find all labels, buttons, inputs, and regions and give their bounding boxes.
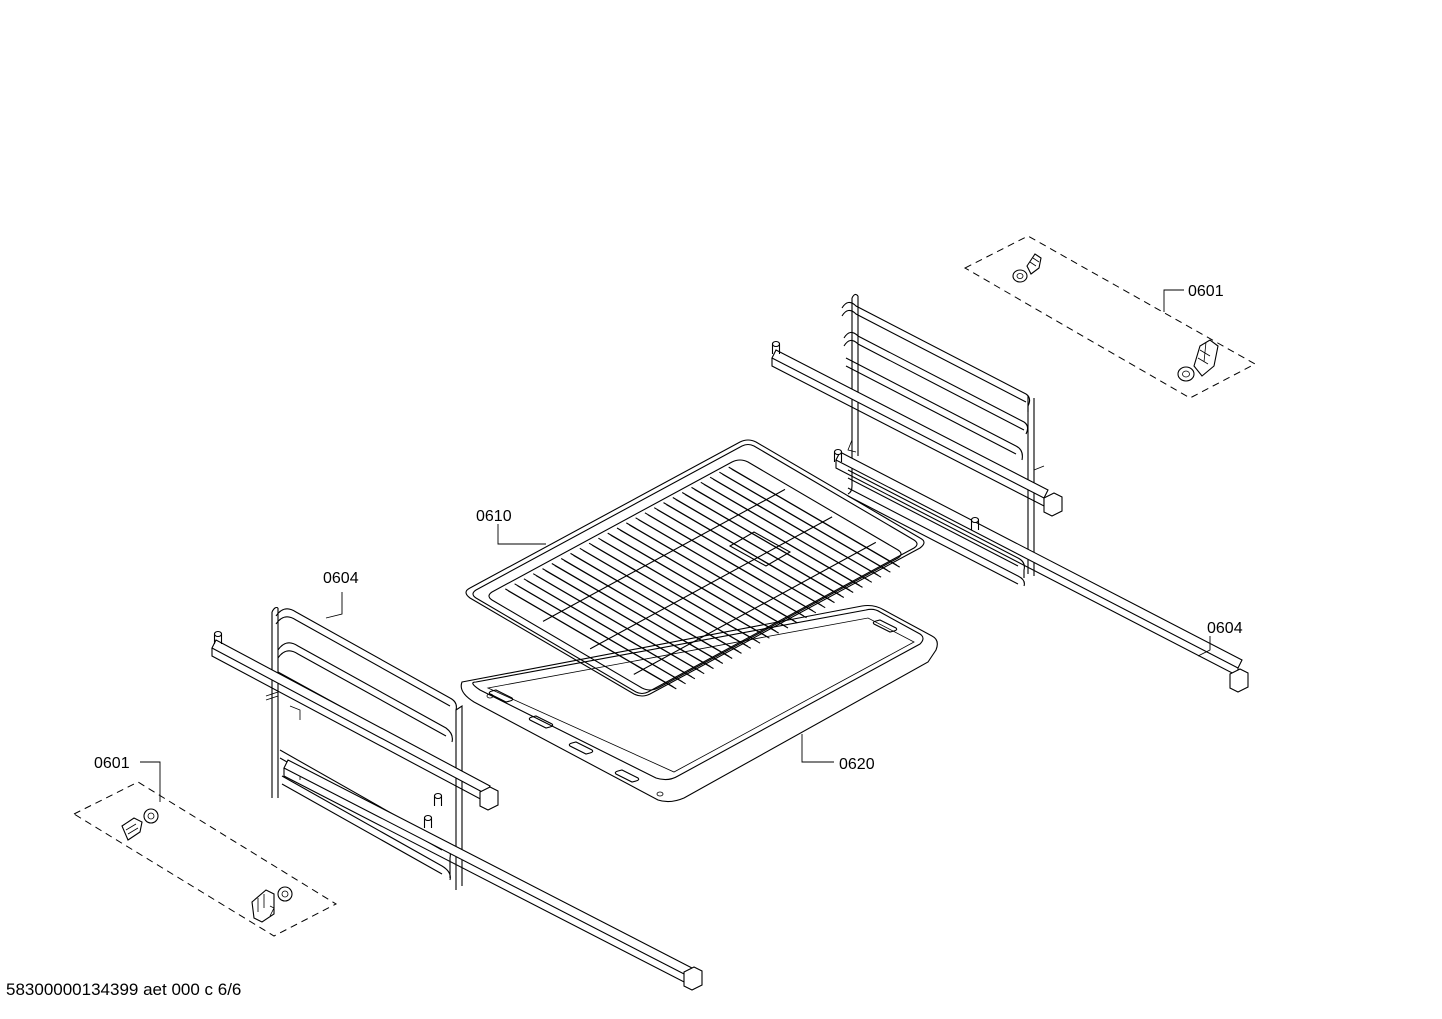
grid-bar	[700, 481, 873, 583]
grid-bar	[672, 497, 845, 598]
callout-leader-0601-left	[140, 761, 161, 802]
clip-left-lower	[251, 886, 293, 923]
grid-bar	[626, 522, 798, 624]
callout-leader-0604-right	[1197, 636, 1211, 657]
baking-tray: 0620	[460, 604, 938, 803]
document-id-footer: 58300000134399 aet 000 c 6/6	[6, 980, 242, 999]
tray-slots	[488, 619, 898, 783]
grid-bar	[691, 486, 863, 588]
side-rack-left: 0604	[211, 570, 703, 991]
callout-leader-0620	[801, 734, 834, 763]
grid-bar	[709, 476, 882, 578]
grid-bar	[681, 492, 854, 593]
grid-bar	[514, 583, 686, 685]
grid-cross-support	[633, 541, 877, 675]
callout-0620: 0620	[839, 756, 875, 773]
grid-bar	[663, 502, 835, 604]
grid-bar	[579, 547, 752, 649]
callout-0604-right: 0604	[1207, 620, 1243, 637]
grid-bar	[607, 532, 779, 634]
fastener-kit-left: 0601	[72, 755, 338, 937]
grid-bar	[616, 527, 789, 629]
grid-bar	[551, 563, 724, 664]
callout-leader-0604-left	[325, 592, 343, 619]
wire-grid-shelf: 0610	[465, 439, 925, 697]
grid-bar	[644, 512, 817, 614]
side-rack-right: 0604	[771, 293, 1249, 693]
grid-bar	[560, 558, 733, 659]
grid-bars	[505, 466, 900, 690]
grid-bar	[635, 517, 807, 619]
callout-0601-left: 0601	[94, 755, 130, 772]
grid-bar	[523, 578, 696, 680]
callout-leader-0601-right	[1163, 289, 1184, 312]
grid-bar	[588, 542, 761, 644]
grid-bar	[653, 507, 826, 609]
grid-bar	[570, 552, 742, 654]
grid-bar	[532, 573, 705, 675]
callout-0604-left: 0604	[323, 570, 359, 587]
grid-bar	[719, 471, 891, 573]
grid-bar	[542, 568, 714, 670]
fastener-kit-right: 0601	[963, 235, 1257, 399]
fastener-kit-right-box	[963, 235, 1257, 399]
grid-bar	[505, 588, 677, 690]
fastener-kit-left-box	[72, 781, 338, 937]
callout-0610: 0610	[476, 508, 512, 525]
callout-leader-0610	[497, 524, 546, 545]
clip-right-upper	[1012, 253, 1042, 283]
grid-bar	[598, 537, 770, 639]
clip-right-lower	[1177, 339, 1219, 382]
clip-left-upper	[121, 808, 159, 841]
callout-0601-right: 0601	[1188, 283, 1224, 300]
grid-cross-support	[589, 516, 833, 650]
grid-cross-support	[542, 488, 786, 622]
grid-bar	[728, 466, 900, 568]
